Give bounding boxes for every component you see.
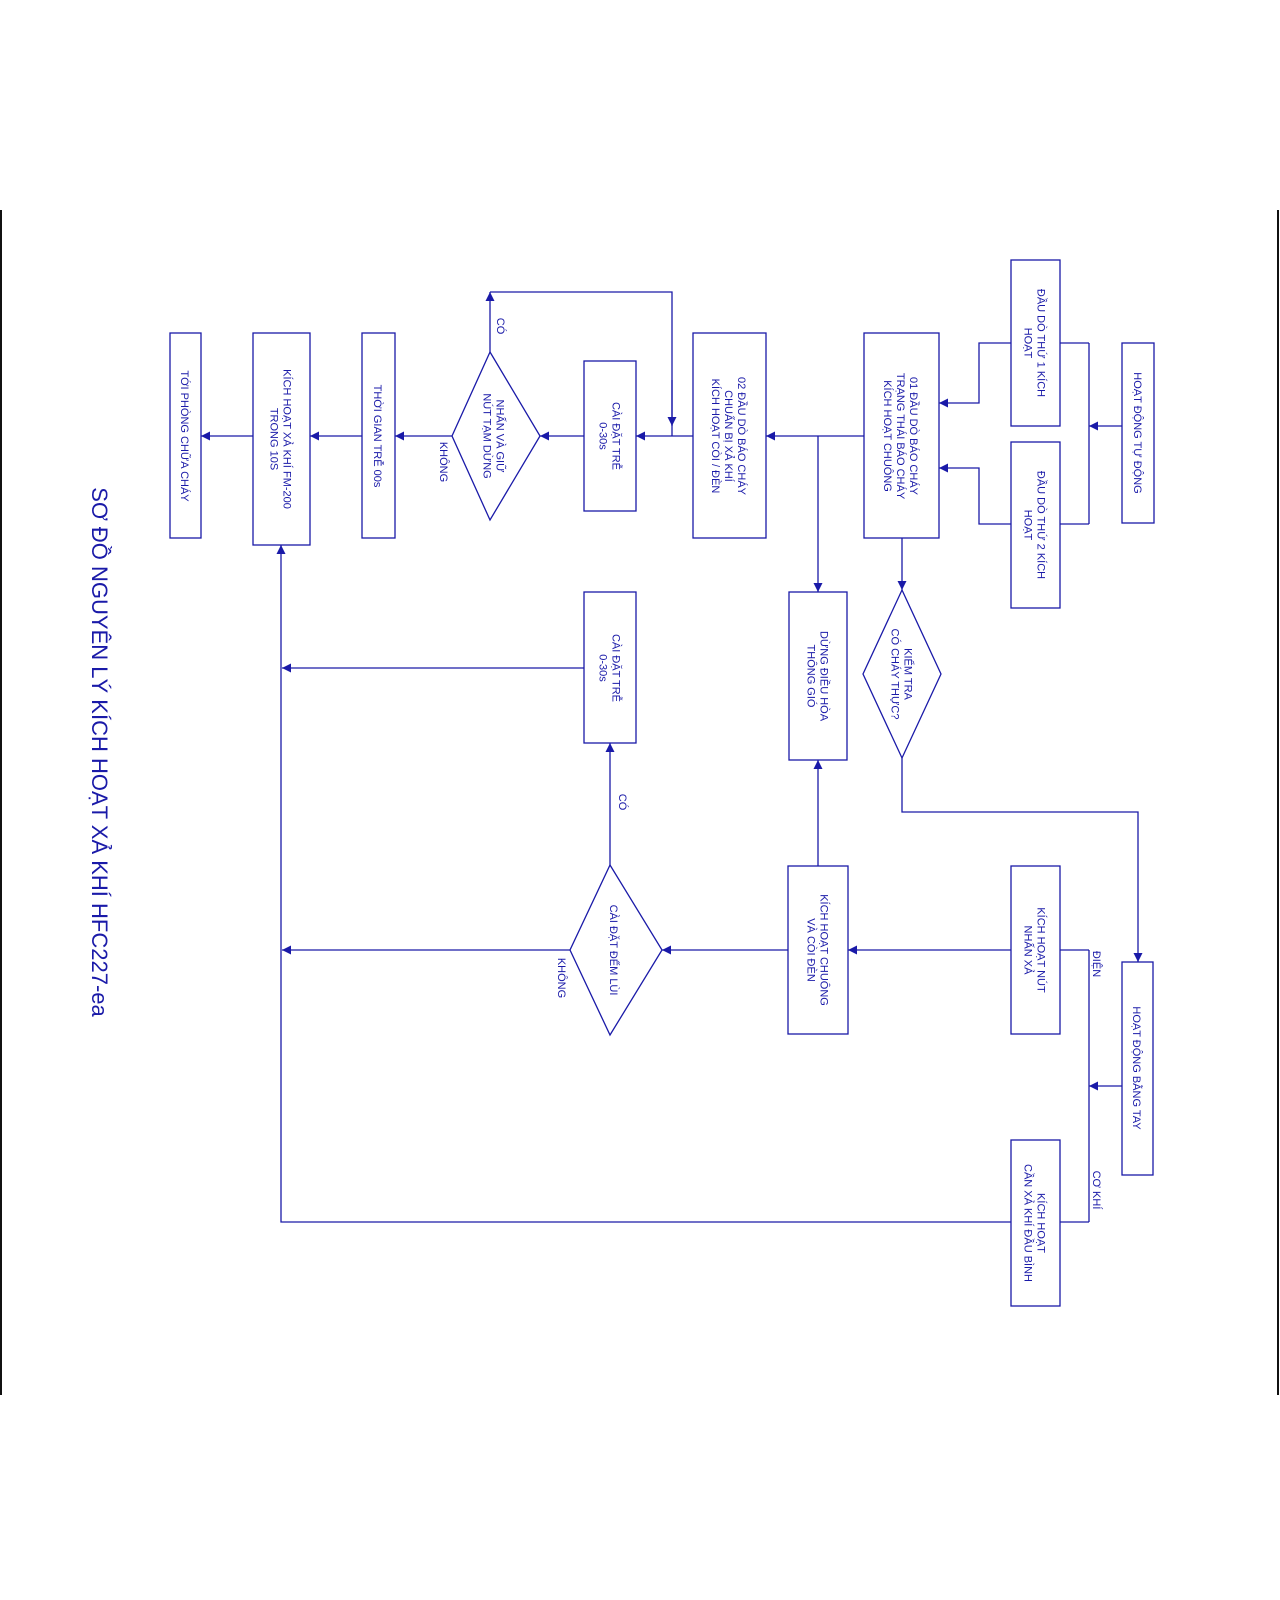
label-room: TỚI PHÒNG CHỮA CHÁY xyxy=(178,370,191,502)
edge-label-countdown-no: KHÔNG xyxy=(555,958,568,998)
diagram-title: SƠ ĐỒ NGUYÊN LÝ KÍCH HOẠT XẢ KHÍ HFC227-… xyxy=(87,487,112,1017)
label-auto: HOẠT ĐỘNG TỰ ĐỘNG xyxy=(1131,372,1144,493)
state1-label-line: KÍCH HOẠT CHUÔNG xyxy=(881,380,894,492)
label-det2: ĐẦU DÒ THỨ 2 KÍCHHOẠT xyxy=(1022,471,1048,579)
hvac-label-line: THÔNG GIÓ xyxy=(805,645,818,708)
label-det1: ĐẦU DÒ THỨ 1 KÍCHHOẠT xyxy=(1022,289,1048,397)
node-room xyxy=(169,332,202,539)
node-hvac xyxy=(788,591,848,761)
label-state2: 02 ĐẦU DÒ BÁO CHÁYCHUẨN BỊ XẢ KHÍKÍCH HO… xyxy=(709,377,748,496)
delay1-label-line: 0-30s xyxy=(597,422,609,450)
edge-det1-state1 xyxy=(939,342,1011,408)
edge-label-hold-yes: CÓ xyxy=(494,318,507,335)
node-bell xyxy=(787,865,849,1035)
lever-label-line: CẦN XẢ KHÍ ĐẦU BÌNH xyxy=(1022,1164,1035,1282)
edge-label-electric: ĐIỆN xyxy=(1090,951,1103,977)
label-delay2: CÀI ĐẶT TRỄ0-30s xyxy=(597,634,623,702)
node-manual xyxy=(1121,961,1154,1176)
hold-label-line: NÚT TẠM DỪNG xyxy=(481,393,494,478)
hvac-label-line: DỪNG ĐIỀU HÒA xyxy=(818,631,831,722)
node-shapes xyxy=(169,259,1155,1307)
edge-check-manual xyxy=(901,758,1143,962)
bell-label-line: KÍCH HOẠT CHUÔNG xyxy=(818,894,831,1006)
edge-det2-state1 xyxy=(939,463,1011,525)
node-release xyxy=(252,332,311,546)
node-lever xyxy=(1010,1139,1061,1307)
manual-label-line: HOẠT ĐỘNG BẰNG TAY xyxy=(1130,1006,1143,1130)
hold-label-line: NHẤN VÀ GIỮ xyxy=(494,400,507,473)
node-hold xyxy=(451,350,541,522)
check-label-line: KIỂM TRA xyxy=(902,648,915,700)
delay00-label-line: THỜI GIAN TRỄ 00s xyxy=(371,385,384,488)
node-state1 xyxy=(863,332,940,539)
det1-label-line: HOẠT xyxy=(1022,328,1034,359)
button-label-line: KÍCH HOẠT NÚT xyxy=(1035,907,1048,993)
node-delay1 xyxy=(583,360,637,512)
edge-label-hold-no: KHÔNG xyxy=(437,442,450,482)
state1-label-line: 01 ĐẦU DÒ BÁO CHÁY xyxy=(907,377,920,496)
edge-labels: CÓ KHÔNG CÓ KHÔNG ĐIỆN CƠ KHÍ xyxy=(437,318,1103,1211)
node-det1 xyxy=(1010,259,1061,427)
edge-lever-release xyxy=(276,545,1011,1223)
label-bell: KÍCH HOẠT CHUÔNGVÀ CÒI ĐÈN xyxy=(805,894,831,1006)
label-hvac: DỪNG ĐIỀU HÒATHÔNG GIÓ xyxy=(805,631,831,722)
state1-label-line: TRẠNG THÁI BÁO CHÁY xyxy=(894,373,907,500)
delay2-label-line: CÀI ĐẶT TRỄ xyxy=(610,634,623,702)
node-check xyxy=(862,588,942,760)
page-edge-right xyxy=(1277,210,1279,1395)
node-countdown xyxy=(569,863,663,1037)
page-edge-left xyxy=(0,210,2,1395)
button-label-line: NHẤN XẢ xyxy=(1022,926,1035,976)
node-delay2 xyxy=(583,591,637,744)
node-det2 xyxy=(1010,441,1061,609)
det2-label-line: ĐẦU DÒ THỨ 2 KÍCH xyxy=(1035,471,1048,579)
delay2-label-line: 0-30s xyxy=(597,654,609,682)
release-label-line: TRONG 10S xyxy=(268,408,280,470)
label-check: KIỂM TRACÓ CHÁY THỰC? xyxy=(889,629,915,720)
label-state1: 01 ĐẦU DÒ BÁO CHÁYTRẠNG THÁI BÁO CHÁYKÍC… xyxy=(881,373,920,500)
label-delay1: CÀI ĐẶT TRỄ0-30s xyxy=(597,402,623,470)
check-label-line: CÓ CHÁY THỰC? xyxy=(889,629,902,720)
auto-label-line: HOẠT ĐỘNG TỰ ĐỘNG xyxy=(1131,372,1144,493)
label-button: KÍCH HOẠT NÚTNHẤN XẢ xyxy=(1022,907,1048,993)
state2-label-line: CHUẨN BỊ XẢ KHÍ xyxy=(722,390,735,483)
label-delay00: THỜI GIAN TRỄ 00s xyxy=(371,385,384,488)
label-release: KÍCH HOẠT XẢ KHÍ FM-200TRONG 10S xyxy=(268,369,294,509)
label-lever: KÍCH HOẠTCẦN XẢ KHÍ ĐẦU BÌNH xyxy=(1022,1164,1048,1282)
node-state2 xyxy=(692,332,767,539)
edge-label-mechanical: CƠ KHÍ xyxy=(1090,1171,1103,1211)
bell-label-line: VÀ CÒI ĐÈN xyxy=(805,918,818,982)
release-label-line: KÍCH HOẠT XẢ KHÍ FM-200 xyxy=(281,369,294,509)
countdown-label-line: CÀI ĐẶT ĐẾM LÙI xyxy=(607,905,620,996)
state2-label-line: KÍCH HOẠT CÒI / ĐÈN xyxy=(709,379,722,494)
node-delay00 xyxy=(361,332,396,539)
edge-label-countdown-yes: CÓ xyxy=(616,794,629,811)
label-countdown: CÀI ĐẶT ĐẾM LÙI xyxy=(607,905,620,996)
delay1-label-line: CÀI ĐẶT TRỄ xyxy=(610,402,623,470)
det2-label-line: HOẠT xyxy=(1022,510,1034,541)
state2-label-line: 02 ĐẦU DÒ BÁO CHÁY xyxy=(735,377,748,496)
room-label-line: TỚI PHÒNG CHỮA CHÁY xyxy=(178,370,191,502)
node-auto xyxy=(1121,342,1155,524)
node-labels: HOẠT ĐỘNG TỰ ĐỘNG ĐẦU DÒ THỨ 1 KÍCH HOẠT … xyxy=(178,289,1144,1282)
node-button xyxy=(1010,865,1061,1035)
lever-label-line: KÍCH HOẠT xyxy=(1035,1193,1048,1253)
det1-label-line: ĐẦU DÒ THỨ 1 KÍCH xyxy=(1035,289,1048,397)
connectors xyxy=(201,291,1143,1223)
label-hold: NHẤN VÀ GIỮNÚT TẠM DỪNG xyxy=(481,393,507,478)
label-manual: HOẠT ĐỘNG BẰNG TAY xyxy=(1130,1006,1143,1130)
